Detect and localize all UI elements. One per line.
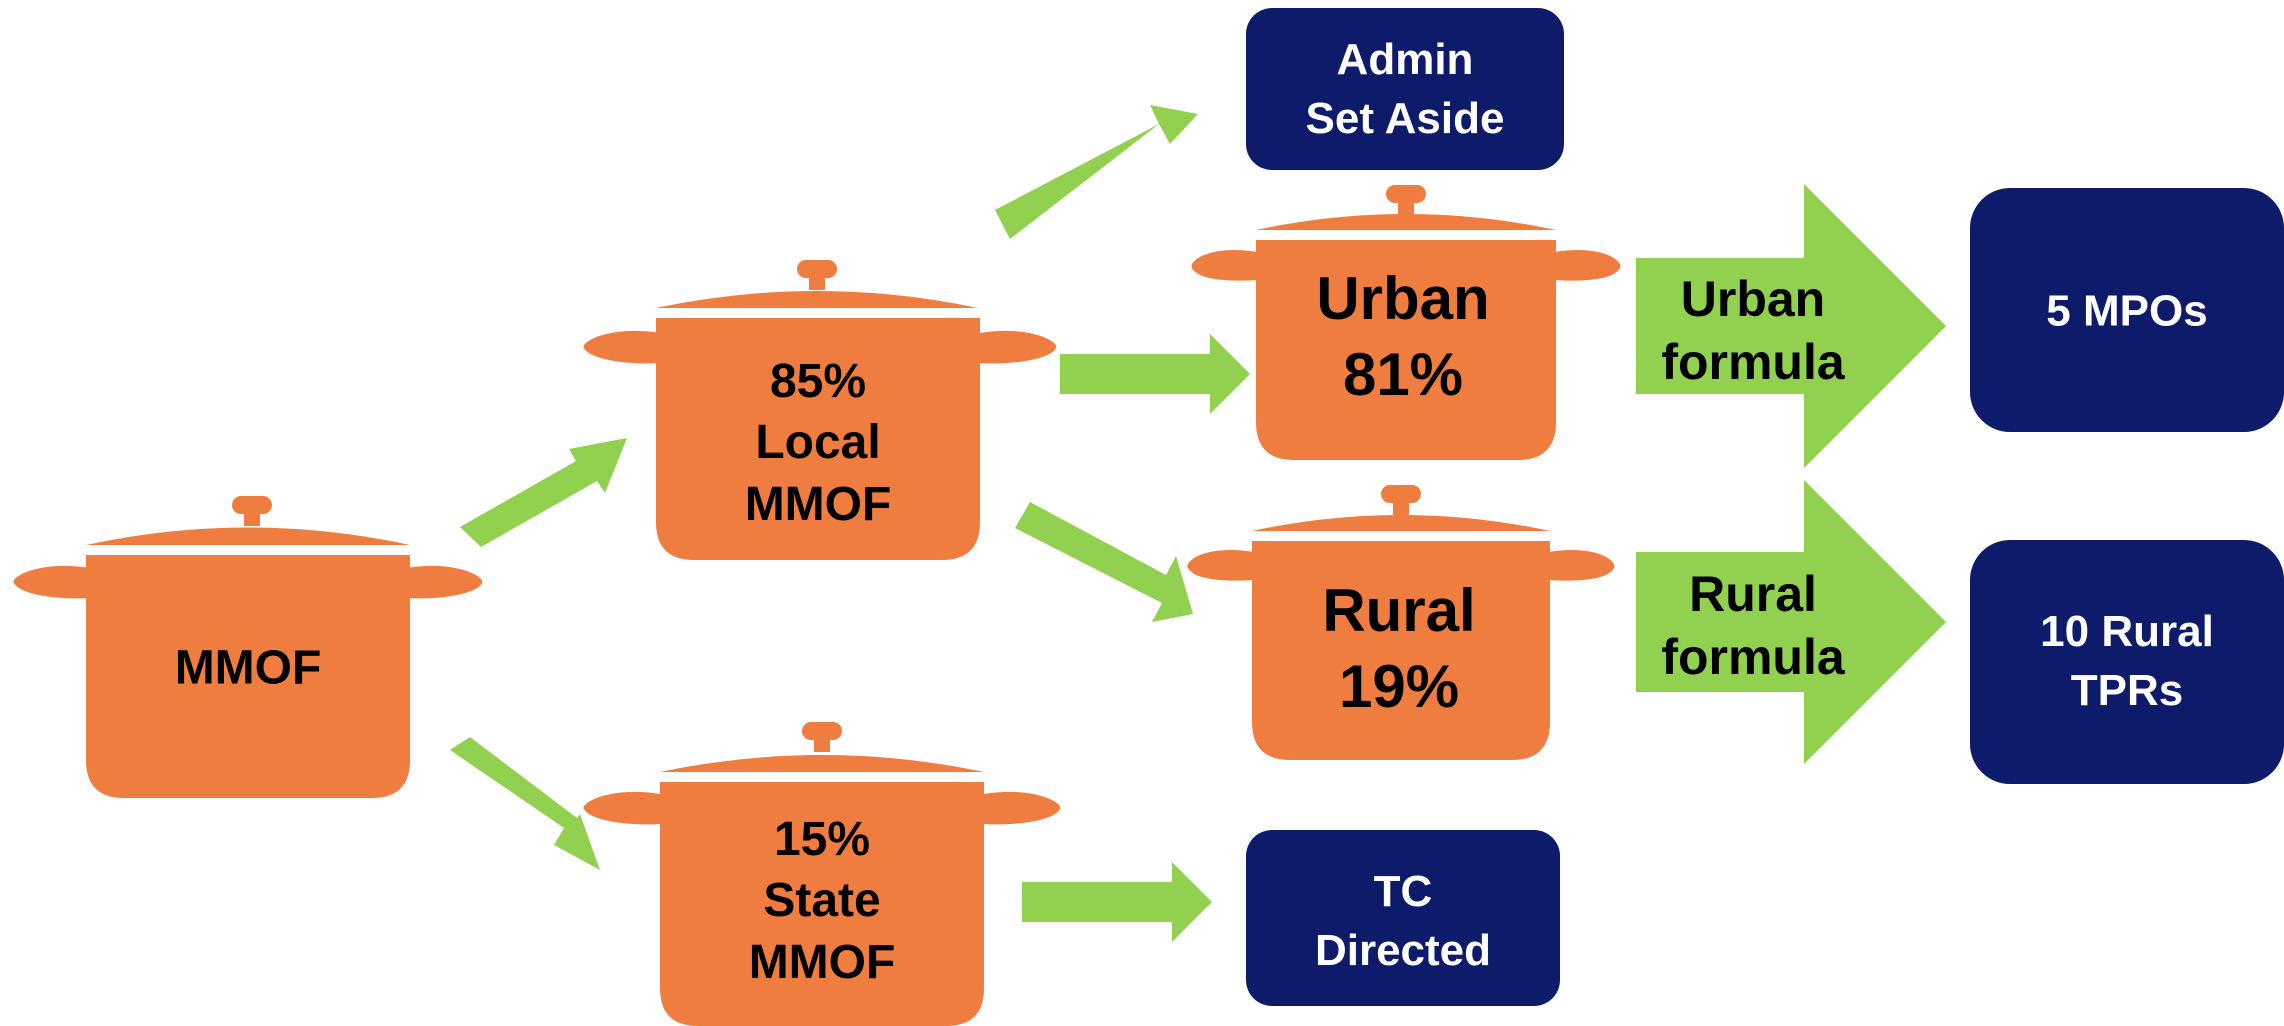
pot-rural <box>1187 485 1615 760</box>
box-label-tc-directed: TC Directed <box>1314 867 1492 975</box>
pot-label-rural: Rural 19% <box>1322 576 1476 720</box>
pot-state <box>583 722 1061 1026</box>
pot-urban <box>1191 185 1621 460</box>
box-admin-set-aside <box>1246 8 1564 170</box>
box-tc-directed <box>1246 830 1560 1006</box>
right-arrow-icon <box>1060 334 1250 414</box>
arrow-local-to-admin <box>995 105 1198 239</box>
arrow-label-urban-formula: Urban formula <box>1661 271 1845 390</box>
arrow-local-to-rural <box>1015 502 1193 622</box>
right-arrow-icon <box>995 105 1198 239</box>
arrow-state-to-tc <box>1022 862 1212 942</box>
right-arrow-icon <box>1636 480 1946 764</box>
cooking-pot-icon <box>1187 485 1615 760</box>
pot-label-local: 85% Local MMOF <box>744 354 892 531</box>
right-arrow-icon <box>1015 502 1193 622</box>
pot-label-urban: Urban 81% <box>1316 264 1490 408</box>
pot-mmof <box>13 496 483 798</box>
arrow-mmof-to-local <box>460 438 627 547</box>
arrow-rural-formula <box>1636 480 1946 764</box>
arrow-local-to-urban <box>1060 334 1250 414</box>
box-label-5-mpos: 5 MPOs <box>2046 286 2208 336</box>
right-arrow-icon <box>1022 862 1212 942</box>
pot-label-state: 15% State MMOF <box>748 812 896 989</box>
right-arrow-icon <box>450 737 600 870</box>
box-label-10-rural-tprs: 10 Rural TPRs <box>2040 607 2214 715</box>
box-10-rural-tprs <box>1970 540 2284 784</box>
right-arrow-icon <box>1636 184 1946 468</box>
arrow-label-rural-formula: Rural formula <box>1661 566 1845 685</box>
cooking-pot-icon <box>1191 185 1621 460</box>
cooking-pot-icon <box>13 496 483 798</box>
box-5-mpos <box>1970 188 2284 432</box>
box-label-admin-set-aside: Admin Set Aside <box>1305 35 1505 143</box>
cooking-pot-icon <box>583 722 1061 1026</box>
arrow-urban-formula <box>1636 184 1946 468</box>
pot-local <box>583 260 1057 560</box>
pot-label-mmof: MMOF <box>174 641 322 695</box>
right-arrow-icon <box>460 438 627 547</box>
arrow-mmof-to-state <box>450 737 600 870</box>
cooking-pot-icon <box>583 260 1057 560</box>
